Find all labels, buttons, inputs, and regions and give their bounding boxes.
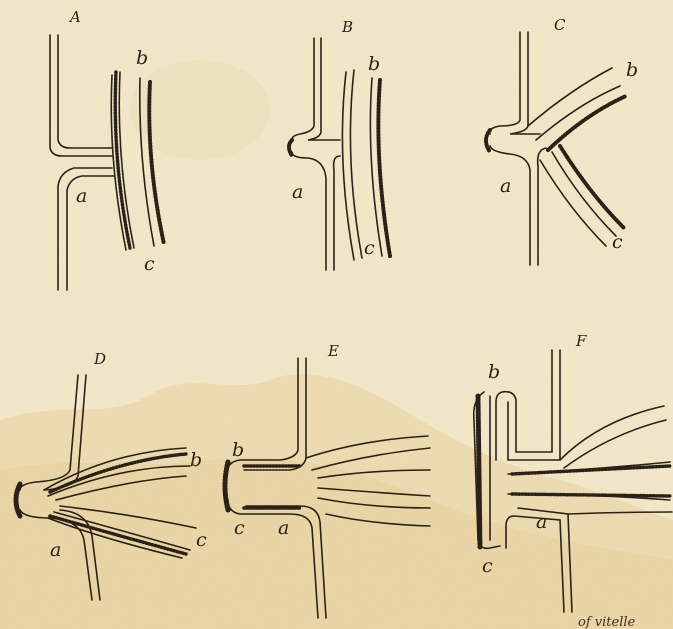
fig-a-label-b: b — [136, 47, 148, 69]
fig-e-label-b: b — [232, 439, 244, 461]
fig-a-title: A — [68, 8, 81, 26]
fig-d-label-c: c — [196, 529, 207, 551]
fig-f-cilia — [478, 396, 480, 548]
fig-f-title: F — [575, 332, 587, 350]
fig-a-label-c: c — [144, 253, 155, 275]
fig-e-title: E — [327, 342, 339, 360]
fig-c-label-c: c — [612, 231, 623, 253]
fig-c-label-a: a — [500, 175, 511, 197]
fig-d-label-a: a — [50, 539, 61, 561]
fig-f-label-b: b — [488, 361, 500, 383]
fig-b-label-a: a — [292, 181, 303, 203]
fig-b-title: B — [341, 18, 353, 36]
fig-c-label-b: b — [626, 59, 638, 81]
fig-c-title: C — [554, 16, 566, 34]
fig-d-title: D — [93, 350, 106, 368]
fig-f-label-a: a — [536, 511, 547, 533]
fig-b-label-b: b — [368, 53, 380, 75]
fig-e-label-a: a — [278, 517, 289, 539]
fig-f-label-c: c — [482, 555, 493, 577]
fig-d-label-b: b — [190, 449, 202, 471]
fig-e-label-c: c — [234, 517, 245, 539]
caption-fragment: of vitelle — [578, 615, 636, 629]
fig-a-label-a: a — [76, 185, 87, 207]
fig-b-label-c: c — [364, 237, 375, 259]
